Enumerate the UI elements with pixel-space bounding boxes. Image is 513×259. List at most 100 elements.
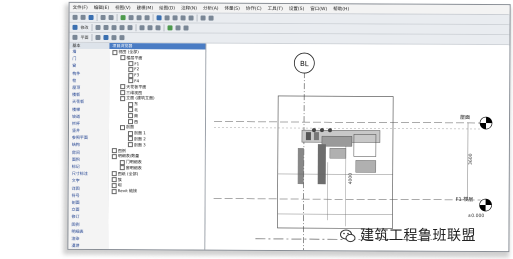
menu-item[interactable]: 工具(T)	[267, 6, 283, 12]
expand-toggle-icon[interactable]	[127, 142, 133, 148]
expand-toggle-icon[interactable]	[119, 159, 125, 165]
menu-item[interactable]: 分析(A)	[202, 6, 219, 12]
expand-toggle-icon[interactable]	[111, 188, 117, 194]
grid-bubble[interactable]	[293, 52, 315, 74]
expand-toggle-icon[interactable]	[128, 113, 134, 119]
selection-grip[interactable]	[319, 128, 324, 133]
expand-toggle-icon[interactable]	[120, 90, 126, 96]
selection-grip[interactable]	[311, 128, 316, 133]
menu-item[interactable]: 设置(S)	[288, 6, 305, 12]
modify-label[interactable]: 修改	[80, 24, 89, 30]
open-icon[interactable]	[80, 14, 86, 20]
cut-icon[interactable]	[128, 15, 134, 21]
drawing-canvas[interactable]: BL 屋面 F1 楼层 3600 ±0.000	[205, 43, 510, 252]
menu-item[interactable]: 协作(C)	[245, 6, 262, 12]
filter-icon[interactable]	[111, 35, 117, 41]
menu-item[interactable]: 绘图(D)	[159, 5, 176, 11]
browser-node-label: 视图 (全部)	[118, 49, 139, 55]
browser-node-label: 剖面 1	[133, 130, 146, 136]
expand-toggle-icon[interactable]	[127, 130, 133, 136]
watermark: 建筑工程鲁班联盟	[340, 225, 476, 245]
browser-node-label: 天花板平面	[126, 83, 147, 90]
expand-toggle-icon[interactable]	[120, 84, 126, 90]
undo-icon[interactable]	[100, 15, 106, 21]
menu-item[interactable]: 文件(F)	[72, 5, 88, 11]
menu-item[interactable]: 建模(M)	[136, 5, 154, 11]
expand-toggle-icon[interactable]	[120, 95, 126, 102]
expand-toggle-icon[interactable]	[128, 107, 134, 113]
pan-icon[interactable]	[164, 15, 170, 21]
paste-icon[interactable]	[144, 15, 150, 21]
menu-item[interactable]: 视图(V)	[115, 5, 131, 11]
zoom-icon[interactable]	[156, 15, 162, 21]
level-marker-bottom[interactable]	[479, 198, 492, 212]
mirror-icon[interactable]	[111, 25, 117, 31]
browser-node-label: 组	[117, 182, 122, 188]
expand-toggle-icon[interactable]	[127, 136, 133, 142]
offset-icon[interactable]	[155, 25, 161, 31]
align-icon[interactable]	[167, 25, 173, 31]
design-bar-item[interactable]: 漫游	[71, 242, 80, 248]
tag-icon[interactable]	[119, 35, 125, 41]
expand-toggle-icon[interactable]	[111, 182, 117, 188]
section-icon[interactable]	[180, 15, 186, 21]
wall-segment[interactable]	[317, 144, 326, 185]
copy-icon[interactable]	[136, 15, 142, 21]
move-icon[interactable]	[95, 24, 101, 31]
expand-toggle-icon[interactable]	[111, 153, 117, 159]
expand-toggle-icon[interactable]	[112, 49, 118, 55]
opening-block-2[interactable]	[355, 160, 377, 173]
window-block[interactable]	[353, 134, 377, 157]
menu-item[interactable]: 体量(S)	[224, 6, 240, 12]
expand-toggle-icon[interactable]	[128, 67, 134, 73]
browser-node-label: F4	[134, 78, 140, 84]
expand-toggle-icon[interactable]	[128, 78, 134, 84]
work-plane-icon[interactable]	[95, 34, 101, 41]
design-bar: 基本 墙门窗构件柱屋顶楼板天花板楼梯坡道栏杆竖井参照平面结构房间面积标记尺寸标注…	[68, 42, 111, 252]
expand-toggle-icon[interactable]	[128, 72, 134, 78]
expand-toggle-icon[interactable]	[128, 101, 134, 107]
menu-item[interactable]: 帮助(H)	[333, 6, 350, 12]
thin-lines-icon[interactable]	[200, 15, 206, 21]
menu-item[interactable]: 注释(N)	[181, 5, 197, 12]
browser-node-label: 剖面 3	[133, 141, 146, 148]
measure-icon[interactable]	[120, 15, 126, 21]
lock-icon[interactable]	[175, 25, 181, 31]
expand-toggle-icon[interactable]	[119, 165, 125, 171]
stair-segment[interactable]	[297, 148, 304, 185]
plan-label[interactable]: 平面	[80, 34, 89, 40]
save-icon[interactable]	[88, 14, 94, 20]
new-icon[interactable]	[72, 14, 78, 20]
elevation-icon[interactable]	[188, 15, 194, 21]
browser-node-label: F2	[134, 66, 140, 72]
scale-icon[interactable]	[127, 25, 133, 31]
array-icon[interactable]	[119, 25, 125, 31]
expand-toggle-icon[interactable]	[120, 55, 126, 61]
hide-icon[interactable]	[208, 15, 214, 21]
expand-toggle-icon[interactable]	[119, 124, 126, 131]
expand-toggle-icon[interactable]	[111, 148, 117, 154]
plan-icon[interactable]	[72, 34, 78, 40]
selection-grip[interactable]	[327, 128, 332, 133]
delete-icon[interactable]	[183, 25, 189, 31]
opening-block[interactable]	[329, 148, 347, 159]
beam-block[interactable]	[321, 135, 353, 147]
menu-item[interactable]: 窗口(W)	[310, 6, 328, 12]
expand-toggle-icon[interactable]	[111, 171, 117, 177]
expand-toggle-icon[interactable]	[111, 177, 117, 183]
watermark-text: 建筑工程鲁班联盟	[360, 228, 476, 244]
menu-item[interactable]: 编辑(E)	[93, 5, 110, 11]
3d-view-icon[interactable]	[172, 15, 178, 21]
split-icon[interactable]	[147, 25, 153, 31]
level-line-top	[214, 121, 482, 124]
column-1[interactable]	[305, 132, 311, 141]
trim-icon[interactable]	[139, 25, 145, 31]
level-marker-top[interactable]	[479, 116, 493, 130]
visibility-icon[interactable]	[103, 35, 109, 41]
expand-toggle-icon[interactable]	[128, 61, 134, 67]
redo-icon[interactable]	[108, 15, 114, 21]
browser-node[interactable]: Revit 链接	[109, 188, 205, 194]
modify-icon[interactable]	[72, 24, 78, 30]
column-2[interactable]	[313, 132, 319, 141]
rotate-icon[interactable]	[103, 25, 109, 31]
